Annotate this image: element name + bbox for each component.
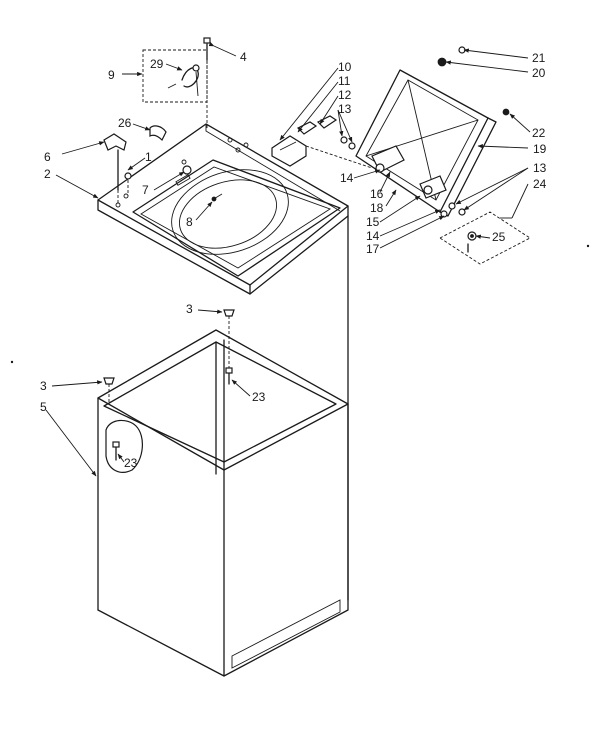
callout-3b: 3 [40,379,47,393]
callout-24: 24 [533,177,547,191]
top-panel [97,123,349,295]
callout-11: 11 [338,74,351,88]
callout-4: 4 [240,50,247,64]
callout-13a: 13 [338,102,352,116]
leader-lines [45,42,531,477]
callout-16: 16 [370,187,384,201]
callout-8: 8 [186,215,193,229]
callout-6: 6 [44,150,51,164]
callout-23a: 23 [252,390,266,404]
lid-assembly [355,46,510,218]
callout-23b: 23 [124,456,138,470]
callout-labels: 1 2 3 3 4 5 6 7 8 9 10 11 12 13 13 14 14… [40,50,547,470]
hinge-parts [271,115,373,169]
callout-15: 15 [366,215,380,229]
callout-26: 26 [118,116,132,130]
callout-7: 7 [142,183,149,197]
callout-22: 22 [532,126,546,140]
cabinet [97,309,349,677]
callout-5: 5 [40,400,47,414]
part-6-bracket [103,133,132,204]
callout-18: 18 [370,201,384,215]
callout-25: 25 [492,230,506,244]
callout-2: 2 [44,167,51,181]
callout-14a: 14 [340,171,354,185]
part-9-box [142,49,208,103]
callout-3a: 3 [186,302,193,316]
callout-12: 12 [338,88,352,102]
part-4-screw [203,37,211,130]
callout-13b: 13 [533,161,547,175]
part-24-box [439,211,531,265]
callout-9: 9 [108,68,115,82]
callout-21: 21 [532,51,546,65]
callout-10: 10 [338,60,352,74]
callout-20: 20 [532,66,546,80]
callout-1: 1 [145,150,152,164]
callout-19: 19 [533,142,547,156]
callout-14b: 14 [366,229,380,243]
callout-17: 17 [366,242,380,256]
callout-29: 29 [150,57,164,71]
part-26-clip [149,125,167,142]
